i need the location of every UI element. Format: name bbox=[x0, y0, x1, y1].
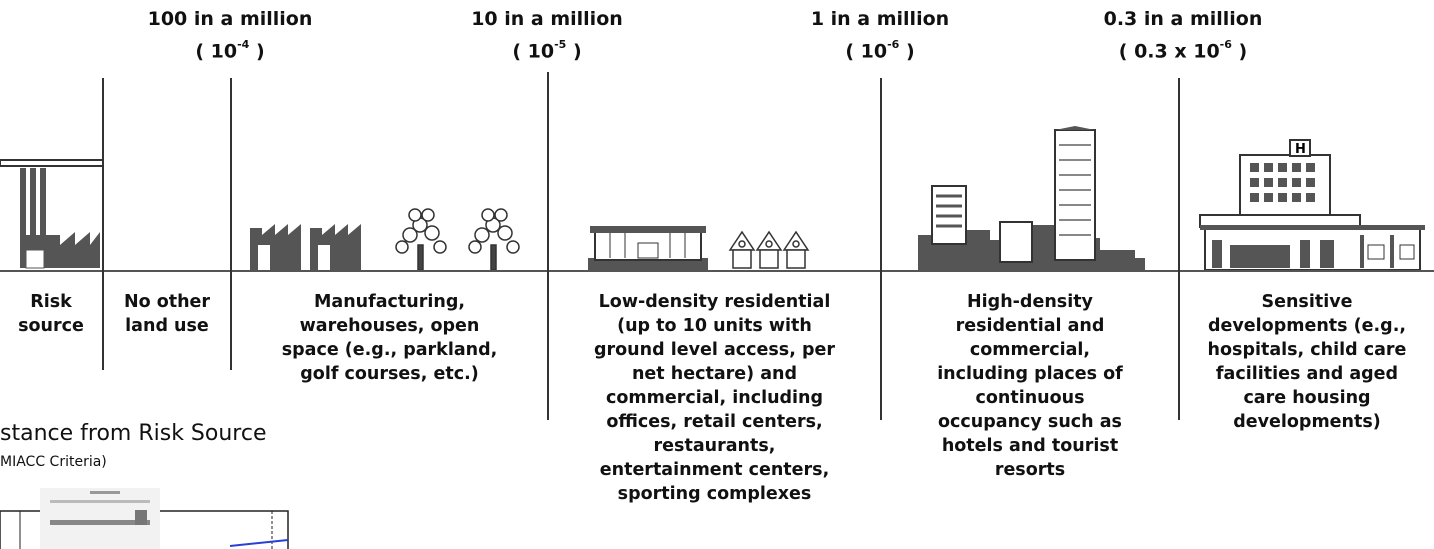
risk-level-header: 10 in a million ( 10-5 ) bbox=[442, 5, 652, 65]
ground-line bbox=[0, 270, 1434, 272]
risk-level-notation: ( 10-6 ) bbox=[845, 38, 915, 63]
risk-level-title: 1 in a million bbox=[810, 8, 950, 30]
svg-text:H: H bbox=[1295, 142, 1306, 157]
risk-level-title: 10 in a million bbox=[471, 8, 623, 30]
risk-level-title: 100 in a million bbox=[147, 8, 313, 30]
distance-title: stance from Risk Source bbox=[0, 421, 267, 446]
risk-level-title: 0.3 in a million bbox=[1103, 8, 1263, 30]
risk-level-notation: ( 0.3 x 10-6 ) bbox=[1118, 38, 1248, 63]
house-icon bbox=[728, 230, 810, 269]
chart-thumbnail-icon bbox=[0, 488, 289, 549]
factory-building-icon bbox=[250, 224, 361, 270]
divider-risk-source bbox=[102, 78, 104, 370]
risk-level-header: 1 in a million ( 10-6 ) bbox=[775, 5, 985, 65]
divider-100-in-a-million bbox=[230, 78, 232, 370]
hospital-icon: H bbox=[1199, 139, 1425, 271]
zone-label-low-density-residential: Low-density residential(up to 10 units w… bbox=[594, 292, 835, 504]
tree-icon bbox=[395, 208, 520, 271]
divider-1-in-a-million bbox=[880, 78, 882, 420]
risk-level-header: 100 in a million ( 10-4 ) bbox=[125, 5, 335, 65]
divider-10-in-a-million bbox=[547, 72, 549, 420]
risk-level-header: 0.3 in a million ( 0.3 x 10-6 ) bbox=[1073, 5, 1293, 65]
shop-building-icon bbox=[588, 226, 708, 270]
distance-subtitle: MIACC Criteria) bbox=[0, 454, 107, 470]
city-skyline-icon bbox=[918, 126, 1145, 270]
divider-0-3-in-a-million bbox=[1178, 78, 1180, 420]
factory-icon bbox=[0, 159, 104, 269]
risk-level-notation: ( 10-4 ) bbox=[195, 38, 265, 63]
zone-label-manufacturing: Manufacturing,warehouses, open space (e.… bbox=[281, 292, 498, 384]
risk-level-notation: ( 10-5 ) bbox=[512, 38, 582, 63]
